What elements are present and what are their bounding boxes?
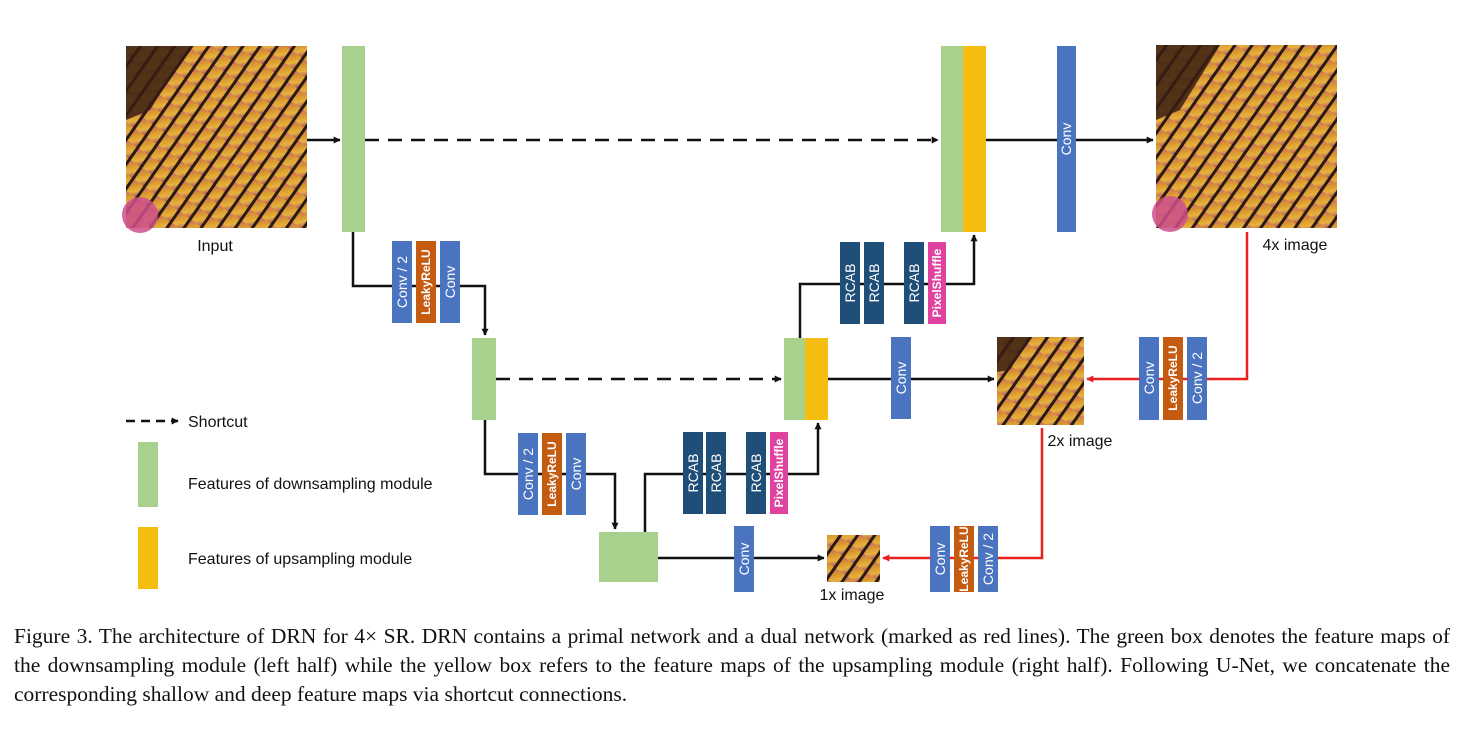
figure-caption: Figure 3. The architecture of DRN for 4×… xyxy=(14,624,1450,706)
ellipsis-dots: ⋯ xyxy=(886,276,902,293)
input-image xyxy=(122,46,307,233)
rcab-block xyxy=(864,242,884,324)
legend-down-label: Features of downsampling module xyxy=(188,476,433,493)
pixelshuffle-label: PixelShuffle xyxy=(772,438,786,507)
rcab-label: RCAB xyxy=(685,454,701,493)
legend-shortcut-label: Shortcut xyxy=(188,414,248,431)
leakyrelu-label: LeakyReLU xyxy=(957,526,971,591)
output-conv-4x-block xyxy=(1057,46,1076,232)
output-conv-2x-label: Conv xyxy=(893,362,909,395)
rcab-block xyxy=(746,432,766,514)
pixelshuffle-label: PixelShuffle xyxy=(930,248,944,317)
rcab-block xyxy=(706,432,726,514)
concat-down-level2 xyxy=(784,338,805,420)
conv-half-label: Conv / 2 xyxy=(1189,352,1205,404)
leakyrelu-block xyxy=(954,526,974,592)
output-conv-1x-label: Conv xyxy=(736,543,752,576)
image-4x-label: 4x image xyxy=(1263,237,1328,254)
output-1x-image xyxy=(827,535,880,582)
dual-block-group-2: Conv LeakyReLU Conv / 2 xyxy=(930,526,998,592)
conv-half-block xyxy=(392,241,412,323)
leakyrelu-block xyxy=(416,241,436,323)
input-label: Input xyxy=(197,238,233,255)
conv-block xyxy=(1139,337,1159,420)
output-4x-image xyxy=(1152,45,1337,232)
output-conv-4x-label: Conv xyxy=(1058,123,1074,156)
rcab-label: RCAB xyxy=(842,264,858,303)
leakyrelu-label: LeakyReLU xyxy=(545,441,559,506)
rcab-block xyxy=(683,432,703,514)
rcab-label: RCAB xyxy=(906,264,922,303)
up-block-group-1: RCAB RCAB ⋯ RCAB PixelShuffle xyxy=(683,432,788,514)
rcab-label: RCAB xyxy=(748,454,764,493)
leakyrelu-label: LeakyReLU xyxy=(419,249,433,314)
image-2x-label: 2x image xyxy=(1048,433,1113,450)
output-conv-2x-block xyxy=(891,337,911,419)
down-block-group-2: Conv / 2 LeakyReLU Conv xyxy=(518,433,586,515)
down-feature-level2 xyxy=(472,338,496,420)
conv-half-block xyxy=(518,433,538,515)
down-feature-level3 xyxy=(599,532,658,582)
up-feature-level2 xyxy=(805,338,828,420)
dual-block-group-1: Conv LeakyReLU Conv / 2 xyxy=(1139,337,1207,420)
conv-half-label: Conv / 2 xyxy=(394,256,410,308)
conv-label: Conv xyxy=(1141,362,1157,395)
conv-block xyxy=(566,433,586,515)
conv-label: Conv xyxy=(568,458,584,491)
conv-block xyxy=(440,241,460,323)
pixelshuffle-block xyxy=(928,242,946,324)
conv-half-label: Conv / 2 xyxy=(520,448,536,500)
conv-label: Conv xyxy=(442,266,458,299)
leakyrelu-block xyxy=(1163,337,1183,420)
down-feature-level1 xyxy=(342,46,365,232)
conv-label: Conv xyxy=(932,543,948,576)
legend: Shortcut Features of downsampling module… xyxy=(126,414,433,589)
legend-up-label: Features of upsampling module xyxy=(188,551,412,568)
rcab-block xyxy=(840,242,860,324)
legend-down-swatch xyxy=(138,442,158,507)
drn-architecture-diagram: Conv / 2 LeakyReLU Conv Conv / 2 LeakyRe… xyxy=(122,45,1337,604)
conv-block xyxy=(930,526,950,592)
upsample-path-1 xyxy=(643,422,822,532)
up-feature-level1 xyxy=(963,46,986,232)
image-1x-label: 1x image xyxy=(820,587,885,604)
concat-down-level1 xyxy=(941,46,963,232)
ellipsis-dots: ⋯ xyxy=(728,466,744,483)
leakyrelu-label: LeakyReLU xyxy=(1166,345,1180,410)
upsample-path-2 xyxy=(798,234,978,338)
rcab-block xyxy=(904,242,924,324)
rcab-label: RCAB xyxy=(708,454,724,493)
leakyrelu-block xyxy=(542,433,562,515)
output-conv-1x-block xyxy=(734,526,754,592)
down-block-group-1: Conv / 2 LeakyReLU Conv xyxy=(392,241,460,323)
conv-half-block xyxy=(978,526,998,592)
legend-up-swatch xyxy=(138,527,158,589)
pixelshuffle-block xyxy=(770,432,788,514)
rcab-label: RCAB xyxy=(866,264,882,303)
conv-half-block xyxy=(1187,337,1207,420)
output-2x-image xyxy=(997,337,1084,425)
conv-half-label: Conv / 2 xyxy=(980,533,996,585)
up-block-group-2: RCAB RCAB ⋯ RCAB PixelShuffle xyxy=(840,242,946,324)
